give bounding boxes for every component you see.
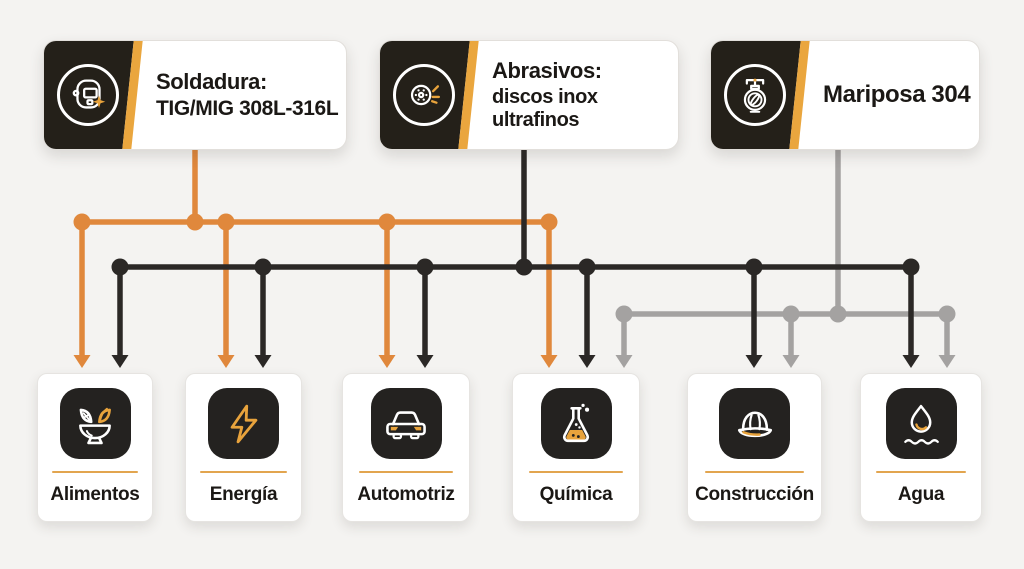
industry-card-quimica: Química [512,373,640,522]
industry-card-automotriz: Automotriz [342,373,470,522]
industry-label: Automotriz [357,484,455,505]
arrowhead-mariposa-to-construccion [782,355,800,368]
hard-hat-icon [719,388,790,459]
industry-card-energia: Energía [185,373,302,522]
arrowhead-abrasivos-to-automotriz [416,355,434,368]
card-title: Mariposa 304 [823,81,971,109]
arrowhead-abrasivos-to-quimica [578,355,596,368]
accent-divider [200,471,287,473]
arrowhead-abrasivos-to-agua [902,355,920,368]
grinding-disc-icon [393,64,455,126]
industry-label: Alimentos [50,484,140,505]
industry-label: Química [539,484,613,505]
arrowhead-mariposa-to-agua [938,355,956,368]
industry-card-agua: Agua [860,373,982,522]
arrowhead-abrasivos-to-construccion [745,355,763,368]
arrowhead-abrasivos-to-alimentos [111,355,129,368]
car-icon [370,388,442,459]
product-card-soldadura: Soldadura: TIG/MIG 308L-316L [43,40,347,150]
arrowhead-soldadura-to-automotriz [378,355,396,368]
accent-divider [876,471,966,473]
card-subtitle: discos inox ultrafinos [492,85,598,131]
arrowhead-abrasivos-to-energia [254,355,272,368]
connector-mariposa [615,146,956,368]
accent-divider [704,471,805,473]
water-drop-icon [885,388,957,459]
industry-card-alimentos: Alimentos [37,373,153,522]
arrowhead-mariposa-to-quimica [615,355,633,368]
arrowhead-soldadura-to-energia [217,355,235,368]
accent-divider [358,471,454,473]
food-bowl-icon [59,388,131,459]
product-card-abrasivos: Abrasivos: discos inox ultrafinos [379,40,679,150]
chemistry-flask-icon [540,388,612,459]
butterfly-valve-icon [724,64,786,126]
lightning-bolt-icon [208,388,279,459]
accent-divider [528,471,624,473]
arrowhead-soldadura-to-alimentos [73,355,91,368]
card-subtitle: TIG/MIG 308L-316L [156,96,339,120]
industry-label: Construcción [695,484,814,505]
arrowhead-soldadura-to-quimica [540,355,558,368]
welding-helmet-icon [57,64,119,126]
industry-label: Energía [209,484,278,505]
industry-card-construccion: Construcción [687,373,822,522]
connector-abrasivos [111,146,920,368]
card-title: Soldadura: [156,69,267,95]
industry-label: Agua [897,484,945,505]
connector-soldadura [73,146,558,368]
product-card-mariposa: Mariposa 304 [710,40,980,150]
accent-divider [52,471,138,473]
card-title: Abrasivos: [492,58,602,84]
